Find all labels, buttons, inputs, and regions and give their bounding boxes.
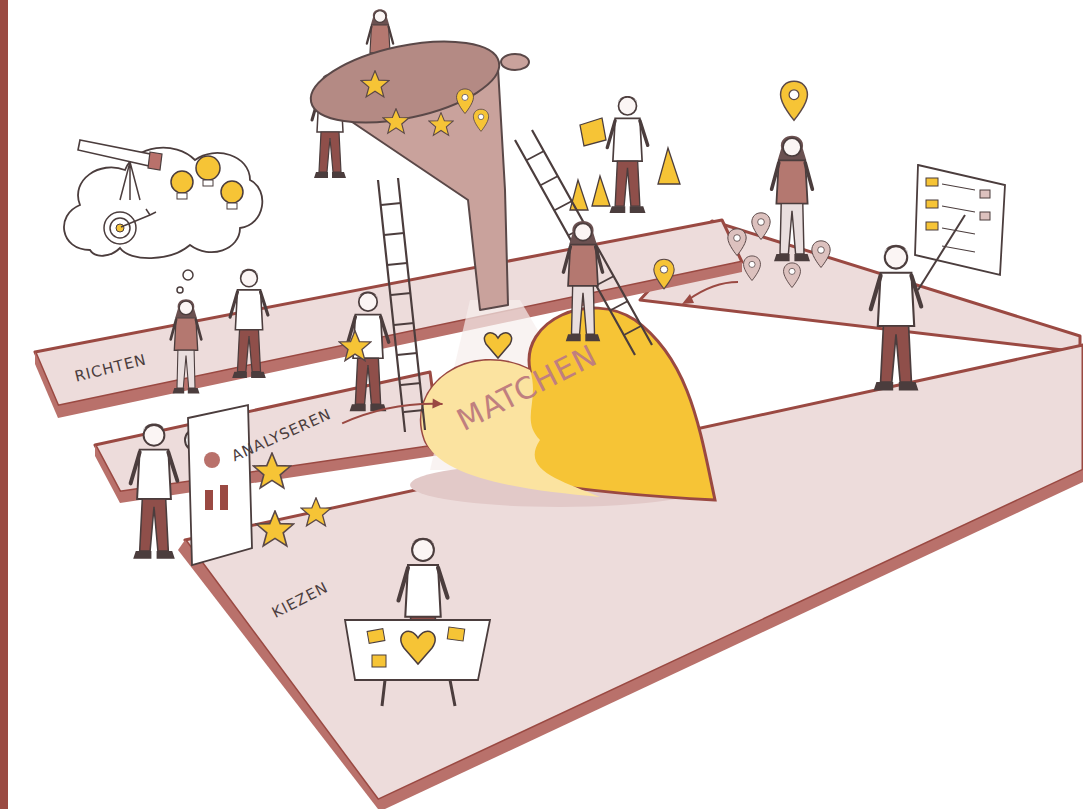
planks [95, 445, 120, 503]
funnel [304, 9, 529, 310]
heart [410, 308, 715, 507]
thought-cloud [221, 181, 243, 203]
planks [178, 540, 378, 809]
ladders [378, 178, 425, 432]
plan-board [980, 190, 990, 198]
thought-cloud [120, 162, 140, 200]
thought-cloud [171, 171, 193, 193]
people [871, 245, 921, 391]
thought-cloud [148, 152, 162, 170]
flow-arrow [342, 404, 442, 424]
heart [484, 333, 511, 358]
thought-cloud [64, 148, 262, 258]
flow-arrow [432, 399, 442, 409]
ladders [339, 331, 371, 361]
pins [784, 263, 801, 288]
people [131, 424, 178, 559]
analysis-board [253, 453, 290, 488]
analysis-board [205, 490, 213, 510]
ladders [515, 130, 652, 355]
funnel [501, 54, 529, 70]
funnel [429, 113, 453, 136]
thought-cloud [78, 140, 160, 168]
analysis-board [220, 485, 228, 510]
thought-cloud [227, 203, 237, 209]
analysis-board [188, 405, 252, 565]
pins [744, 256, 761, 281]
plan-board [915, 165, 1005, 275]
table [401, 631, 435, 664]
table [372, 655, 386, 667]
analysis-board [256, 511, 293, 546]
thought-cloud [110, 218, 130, 238]
pins [728, 229, 746, 256]
cones [580, 118, 606, 146]
plan-board [915, 165, 1005, 290]
side-arrow [688, 282, 738, 300]
thought-cloud [203, 180, 213, 186]
thought-cloud [177, 287, 183, 293]
thought-cloud [116, 224, 124, 232]
plan-board [918, 215, 965, 290]
thought-cloud [196, 156, 220, 180]
funnel [473, 109, 488, 131]
flow-arrow [342, 399, 442, 424]
thought-cloud [64, 140, 262, 293]
plan-board [926, 200, 938, 208]
people [171, 299, 202, 393]
plan-board [926, 222, 938, 230]
pins [781, 81, 808, 120]
cones [658, 148, 680, 184]
table [382, 680, 455, 706]
plan-board [942, 184, 975, 252]
ladders [654, 259, 674, 289]
cones [570, 180, 588, 210]
funnel [383, 109, 409, 134]
cones [592, 176, 610, 206]
cones [570, 118, 680, 210]
thought-cloud [121, 209, 156, 227]
pins [728, 81, 830, 287]
pins [812, 241, 830, 268]
people [607, 96, 648, 213]
funnel [457, 89, 474, 114]
side-arrow [682, 294, 694, 304]
planks [35, 220, 1083, 809]
analysis-board [301, 498, 331, 526]
thought-cloud [104, 212, 136, 244]
table [345, 620, 490, 680]
pins [752, 213, 770, 240]
side-bar [0, 0, 8, 809]
funnel [304, 27, 507, 137]
people [230, 269, 268, 378]
funnel [361, 71, 389, 97]
thought-cloud [183, 270, 193, 280]
plan-board [980, 212, 990, 220]
people [772, 136, 813, 261]
plan-board [926, 178, 938, 186]
table [345, 538, 490, 706]
side-arrow [682, 282, 738, 304]
table [367, 629, 385, 644]
ladders [563, 221, 602, 341]
ladders [381, 203, 424, 412]
table [447, 627, 465, 641]
thought-cloud [177, 193, 187, 199]
analysis-board [204, 452, 220, 468]
planks [35, 352, 58, 418]
